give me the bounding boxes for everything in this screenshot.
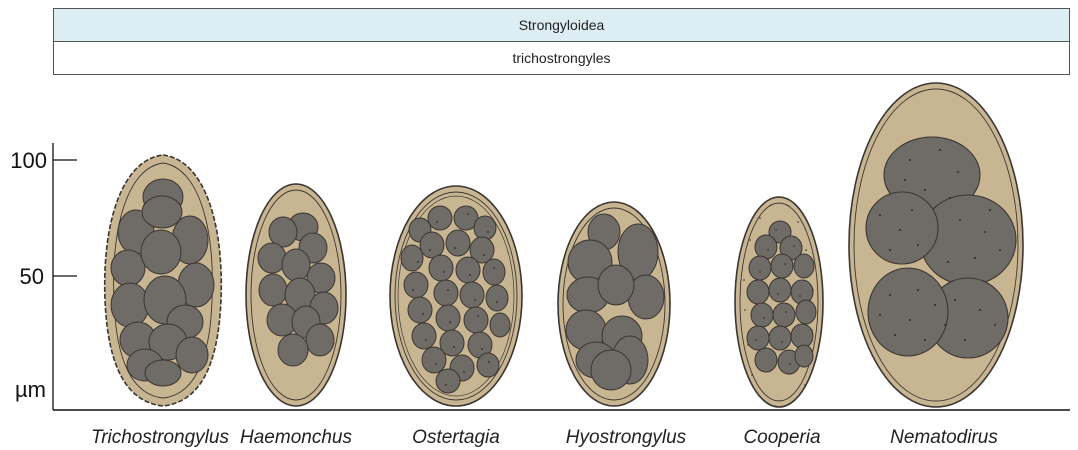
tick-label-100: 100 bbox=[10, 148, 47, 173]
species-label-trichostrongylus: Trichostrongylus bbox=[91, 427, 229, 448]
egg-haemonchus bbox=[246, 184, 346, 406]
species-label-cooperia: Cooperia bbox=[743, 427, 820, 448]
tick-label-50: 50 bbox=[20, 264, 44, 289]
species-label-ostertagia: Ostertagia bbox=[412, 427, 500, 448]
egg-cooperia bbox=[735, 197, 823, 407]
egg-hyostrongylus bbox=[558, 202, 670, 406]
species-label-haemonchus: Haemonchus bbox=[240, 427, 352, 448]
unit-label: µm bbox=[15, 377, 46, 402]
species-label-hyostrongylus: Hyostrongylus bbox=[566, 427, 687, 448]
egg-ostertagia bbox=[390, 186, 522, 406]
egg-nematodirus bbox=[849, 83, 1023, 407]
egg-trichostrongylus bbox=[105, 155, 222, 406]
species-label-nematodirus: Nematodirus bbox=[890, 427, 998, 448]
